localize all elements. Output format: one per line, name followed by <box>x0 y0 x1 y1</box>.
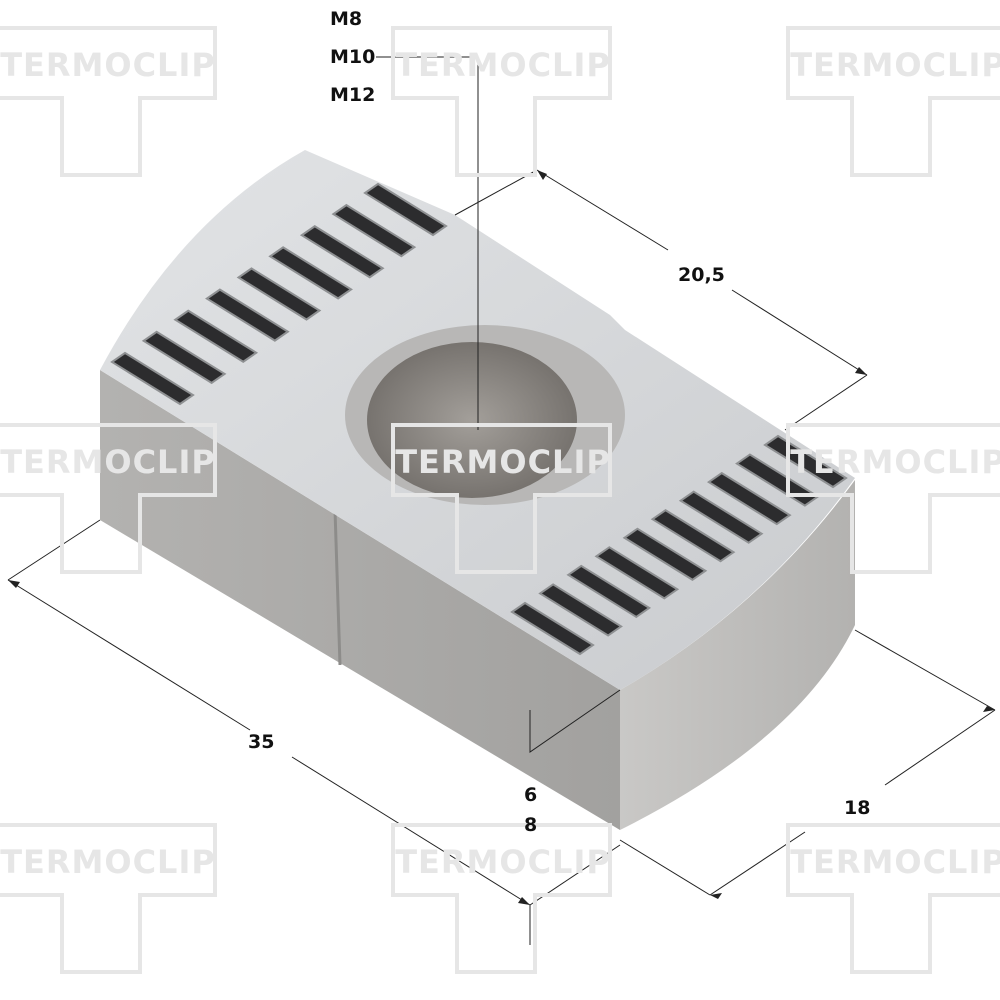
grip-slot <box>622 527 708 581</box>
grip-slot <box>141 330 227 385</box>
grip-slot <box>110 351 195 406</box>
svg-text:TERMOCLIP: TERMOCLIP <box>0 843 216 881</box>
dimension-width-top: 20,5 <box>678 264 725 286</box>
thread-size-m12: M12 <box>330 84 376 106</box>
grip-slot <box>173 309 259 363</box>
grip-slot <box>763 434 848 489</box>
grip-slots <box>110 182 848 656</box>
watermark-logo: TERMOCLIP <box>0 423 217 574</box>
svg-text:TERMOCLIP: TERMOCLIP <box>790 843 1000 881</box>
watermark-logo: TERMOCLIP <box>391 26 612 177</box>
thread-size-m10: M10 <box>330 46 376 68</box>
svg-text:TERMOCLIP: TERMOCLIP <box>395 46 611 84</box>
svg-text:TERMOCLIP: TERMOCLIP <box>0 46 216 84</box>
grip-slot <box>299 225 385 279</box>
dimension-height-b: 8 <box>524 814 538 836</box>
grip-slot <box>363 182 448 237</box>
thread-size-m8: M8 <box>330 8 363 30</box>
watermark-logo: TERMOCLIP <box>0 823 217 974</box>
grip-slot <box>678 490 764 544</box>
watermark-logo: TERMOCLIP <box>786 823 1000 974</box>
watermark-logo: TERMOCLIP <box>0 26 217 177</box>
grip-slot <box>205 288 290 342</box>
grip-slot <box>706 471 792 526</box>
watermark-logo: TERMOCLIP <box>786 423 1000 574</box>
grip-slot <box>236 267 322 321</box>
side-face <box>620 480 855 830</box>
svg-text:TERMOCLIP: TERMOCLIP <box>395 843 611 881</box>
grip-slot <box>510 601 595 656</box>
grip-slot <box>331 203 417 258</box>
svg-text:TERMOCLIP: TERMOCLIP <box>395 443 611 481</box>
dimension-arrows <box>8 170 995 905</box>
watermark-logo: TERMOCLIP <box>391 823 612 974</box>
watermark-logo: TERMOCLIP <box>786 26 1000 177</box>
svg-text:TERMOCLIP: TERMOCLIP <box>790 46 1000 84</box>
dimension-height-a: 6 <box>524 784 538 806</box>
grip-slot <box>594 546 680 600</box>
svg-text:TERMOCLIP: TERMOCLIP <box>790 443 1000 481</box>
grip-slot <box>566 564 652 619</box>
dimension-length: 35 <box>248 731 275 753</box>
threaded-hole <box>367 342 577 498</box>
front-face <box>100 370 620 830</box>
watermark-logo: TERMOCLIP <box>391 423 612 574</box>
grip-slot <box>650 509 736 563</box>
svg-text:TERMOCLIP: TERMOCLIP <box>0 443 216 481</box>
grip-slot <box>538 583 623 637</box>
grip-slot <box>268 246 353 300</box>
dimension-width-bottom: 18 <box>844 797 871 819</box>
